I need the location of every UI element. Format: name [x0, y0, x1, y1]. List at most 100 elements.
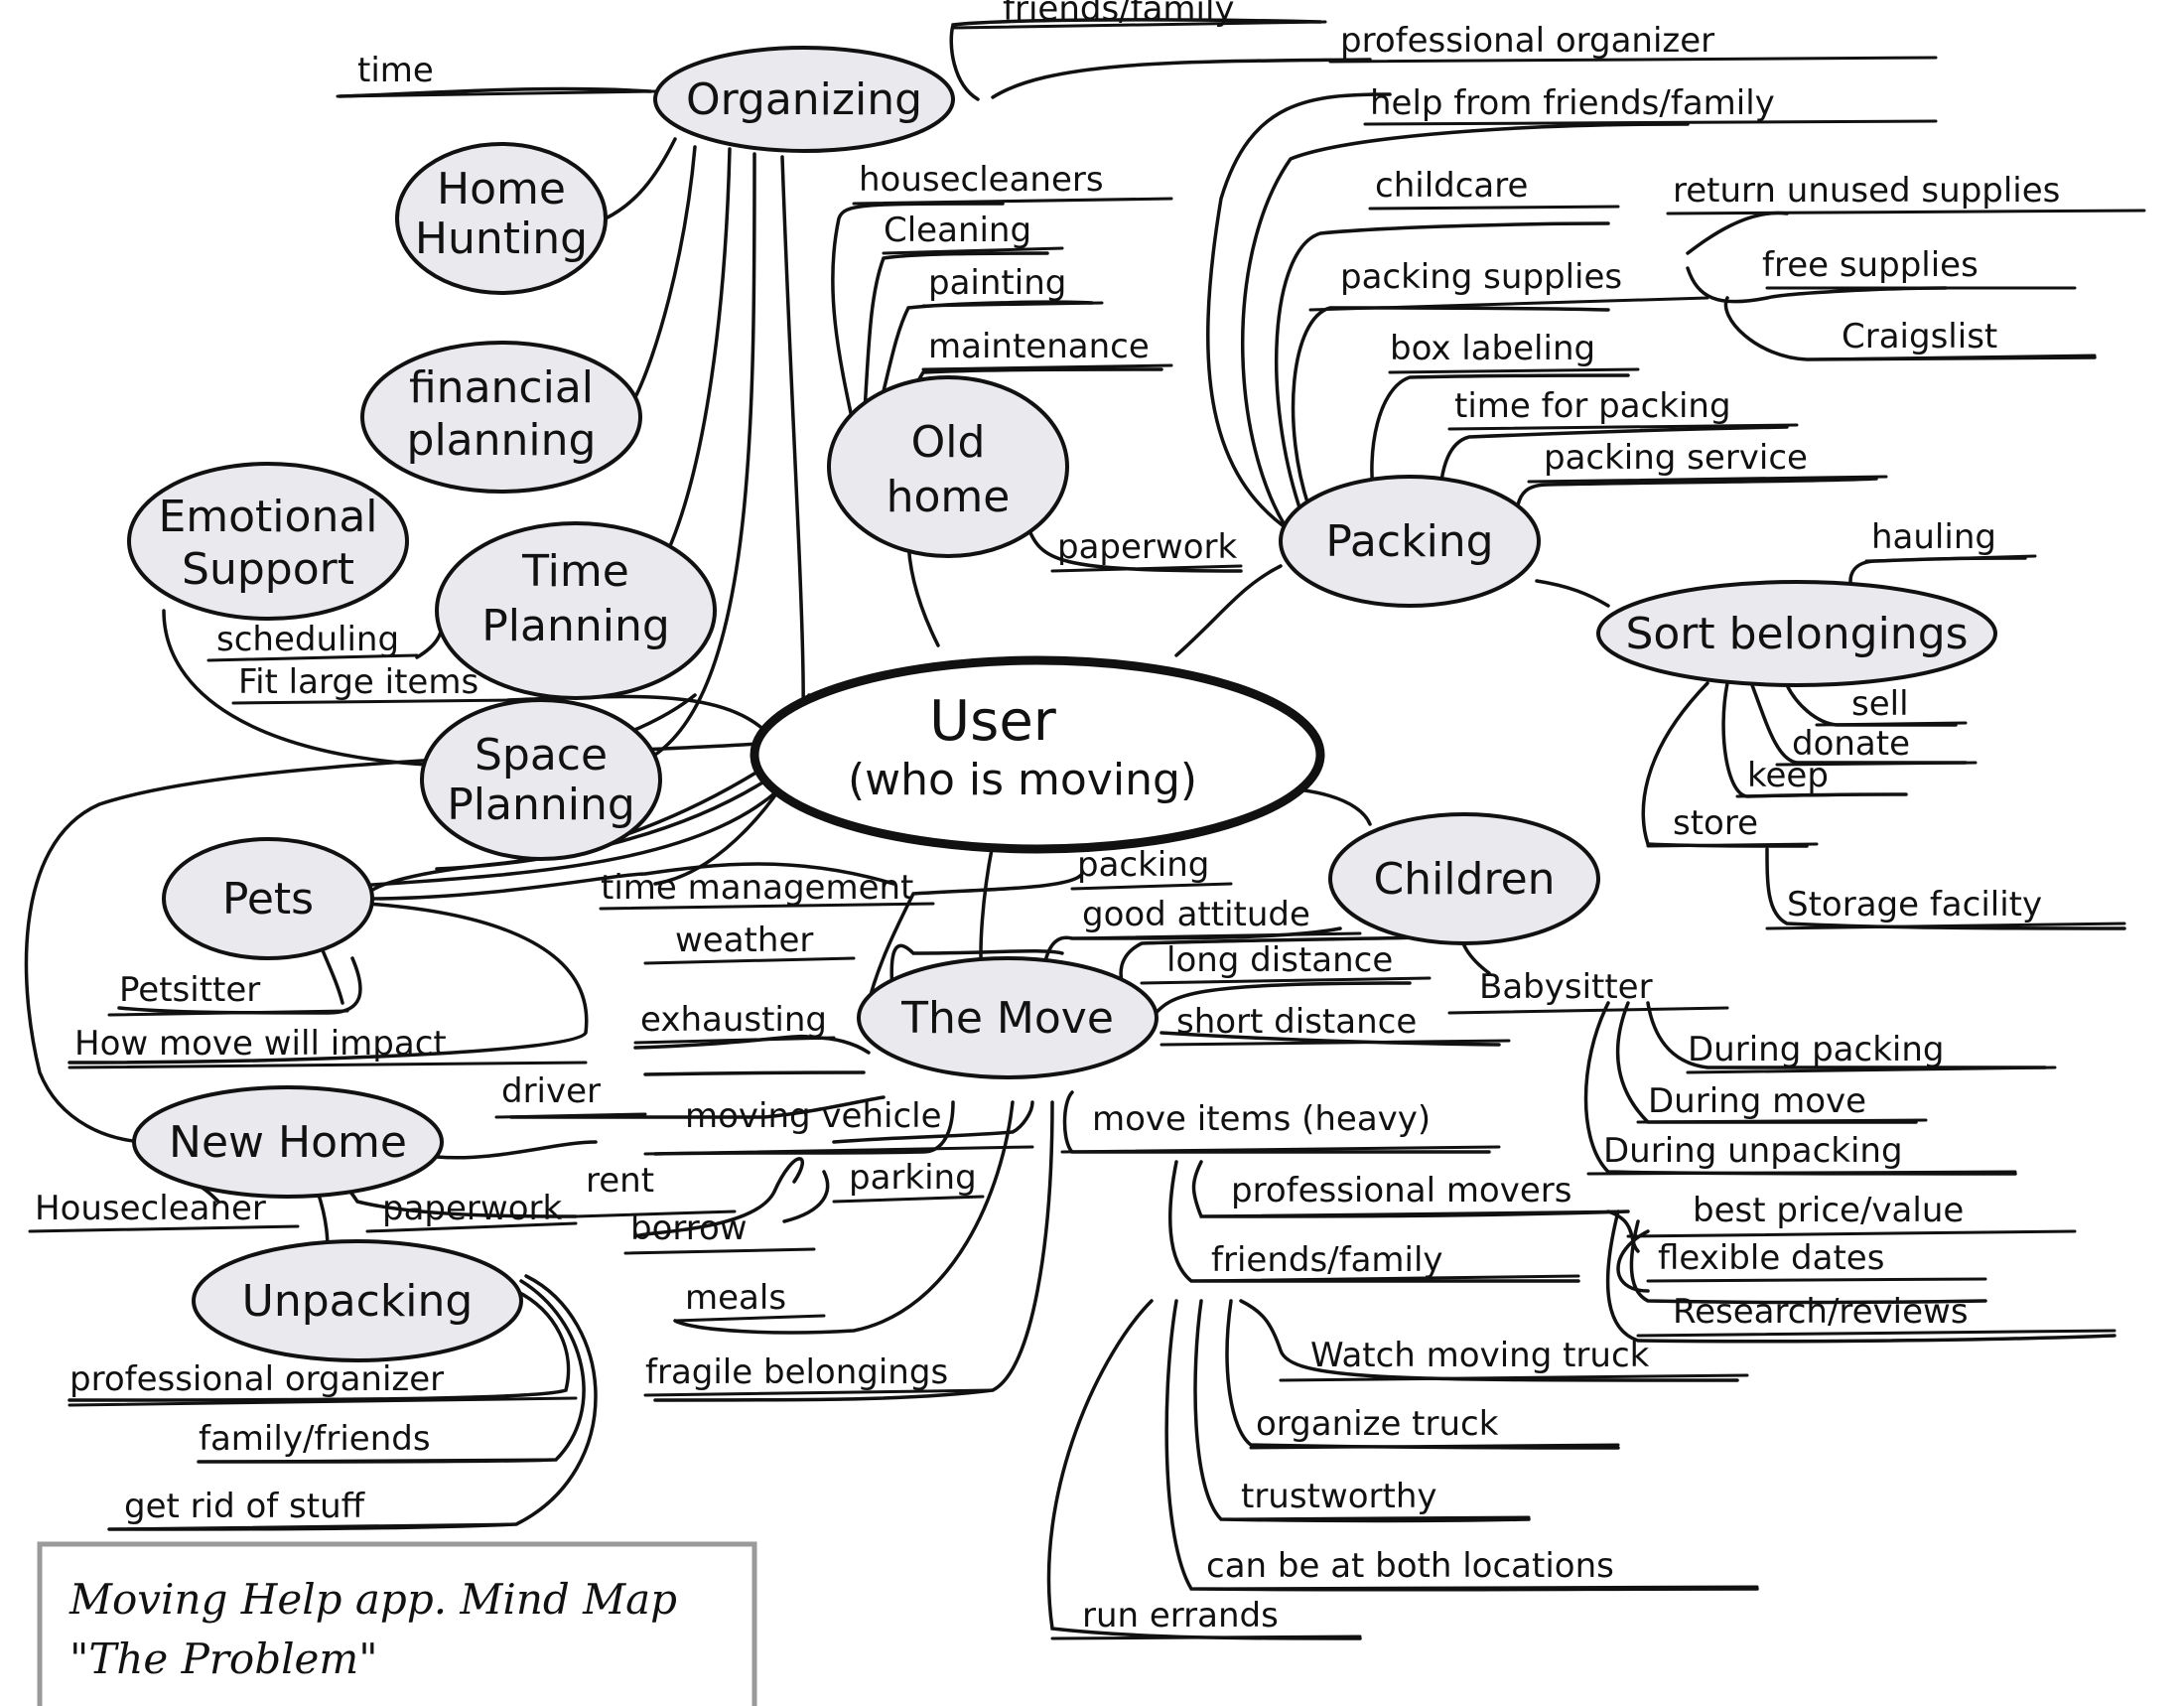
underline [231, 698, 518, 705]
bubble-unpacking [192, 1239, 523, 1362]
underline [197, 1458, 558, 1464]
connector [633, 145, 697, 399]
connector [68, 902, 589, 1065]
underline [206, 653, 419, 662]
underline [623, 1247, 816, 1255]
underline [1189, 1585, 1759, 1591]
connector [68, 1289, 571, 1402]
underline [1815, 354, 2097, 361]
underline [1189, 1274, 1580, 1283]
leaf-cleaning: Cleaning [884, 211, 1031, 250]
topic-bubbles [127, 46, 1997, 1362]
underline [1279, 1373, 1749, 1382]
node-financial-planning-line2: planning [407, 415, 597, 466]
underline [1646, 842, 1819, 848]
leaf-keep: keep [1747, 756, 1829, 795]
underline [1636, 1118, 1928, 1124]
underline [1447, 423, 1799, 431]
connector [509, 1095, 886, 1119]
connector [782, 1170, 830, 1223]
underline [1328, 56, 1938, 64]
bubble-children [1328, 812, 1600, 945]
leaf-scheduling: scheduling [216, 620, 399, 659]
leaf-fragile-belongings: fragile belongings [645, 1352, 948, 1392]
connector [1535, 579, 1610, 608]
leaf-painting: painting [928, 263, 1066, 303]
connector [1240, 122, 1690, 543]
leaf-professional-organizer-unpack: professional organizer [69, 1359, 444, 1399]
leaf-store: store [1673, 803, 1758, 843]
connector [1025, 524, 1243, 573]
connector [1437, 425, 1789, 513]
leaf-parking: parking [849, 1158, 977, 1198]
bubble-old-home [827, 375, 1069, 558]
connector [1225, 1299, 1620, 1450]
leaf-driver: driver [501, 1071, 601, 1111]
leaf-run-errands: run errands [1082, 1596, 1279, 1635]
leaf-can-be-at-both-locations: can be at both locations [1206, 1546, 1614, 1586]
leaf-labels: time friends/family professional organiz… [35, 0, 2060, 1635]
connector [1206, 92, 1392, 533]
node-children: Children [1373, 854, 1555, 905]
connector [1605, 1209, 2116, 1344]
leaf-housecleaners: housecleaners [859, 160, 1104, 200]
underline [1308, 296, 1709, 312]
underline [1686, 1066, 2057, 1074]
node-labels: Organizing Home Hunting financial planni… [158, 74, 1968, 1327]
leaf-craigslist: Craigslist [1842, 317, 1997, 356]
underline [951, 20, 1327, 30]
underline [852, 197, 1173, 206]
leaf-rent: rent [586, 1161, 654, 1201]
underline [107, 1009, 349, 1017]
connector [1239, 1299, 1739, 1382]
leaf-fit-large-items: Fit large items [238, 662, 478, 702]
underline [1765, 922, 2126, 930]
connector [991, 58, 1372, 99]
node-time-planning-line1: Time [521, 546, 629, 597]
underline [633, 1036, 836, 1045]
leaf-during-move: During move [1648, 1081, 1866, 1121]
underline [1626, 1229, 2077, 1238]
underline [832, 1195, 985, 1204]
connector [604, 137, 677, 220]
connector [889, 943, 1064, 1005]
bubble-emotional-support [127, 462, 409, 621]
connector [633, 1034, 871, 1055]
leaf-sell: sell [1851, 684, 1909, 724]
underline [28, 1224, 300, 1233]
underline [1586, 1170, 2017, 1176]
bubble-packing [1279, 475, 1541, 608]
underline [1388, 367, 1640, 374]
underline [1447, 1006, 1729, 1015]
connector [832, 1100, 1034, 1144]
leaf-box-labeling: box labeling [1390, 329, 1595, 368]
bubble-center [750, 655, 1325, 854]
underline [1140, 976, 1432, 985]
leaf-return-unused-supplies: return unused supplies [1673, 171, 2060, 211]
node-organizing: Organizing [686, 74, 922, 125]
leaf-time-management: time management [601, 868, 913, 908]
underline [921, 363, 1173, 371]
connector [1765, 847, 2126, 930]
connector [1150, 981, 1412, 1020]
underline [1199, 1209, 1630, 1218]
connector [633, 1157, 804, 1238]
underline [494, 1112, 647, 1119]
underline [68, 1061, 588, 1069]
leaf-petsitter: Petsitter [119, 970, 260, 1010]
title-line2: "The Problem" [69, 1635, 378, 1683]
leaf-good-attitude: good attitude [1082, 895, 1310, 934]
bubble-sort-belongings [1596, 580, 1997, 687]
leaf-best-price-value: best price/value [1693, 1191, 1964, 1230]
connector [1370, 373, 1630, 508]
leaf-help-from-friends-family: help from friends/family [1370, 83, 1775, 123]
leaf-meals: meals [685, 1278, 786, 1318]
node-unpacking: Unpacking [242, 1276, 474, 1327]
node-sort-belongings: Sort belongings [1625, 609, 1968, 659]
connector [673, 1100, 1015, 1335]
leaf-friends-family-top: friends/family [1003, 0, 1235, 29]
leaf-flexible-dates: flexible dates [1658, 1238, 1884, 1278]
underline [1864, 554, 2037, 563]
node-home-hunting-line2: Hunting [415, 213, 588, 264]
